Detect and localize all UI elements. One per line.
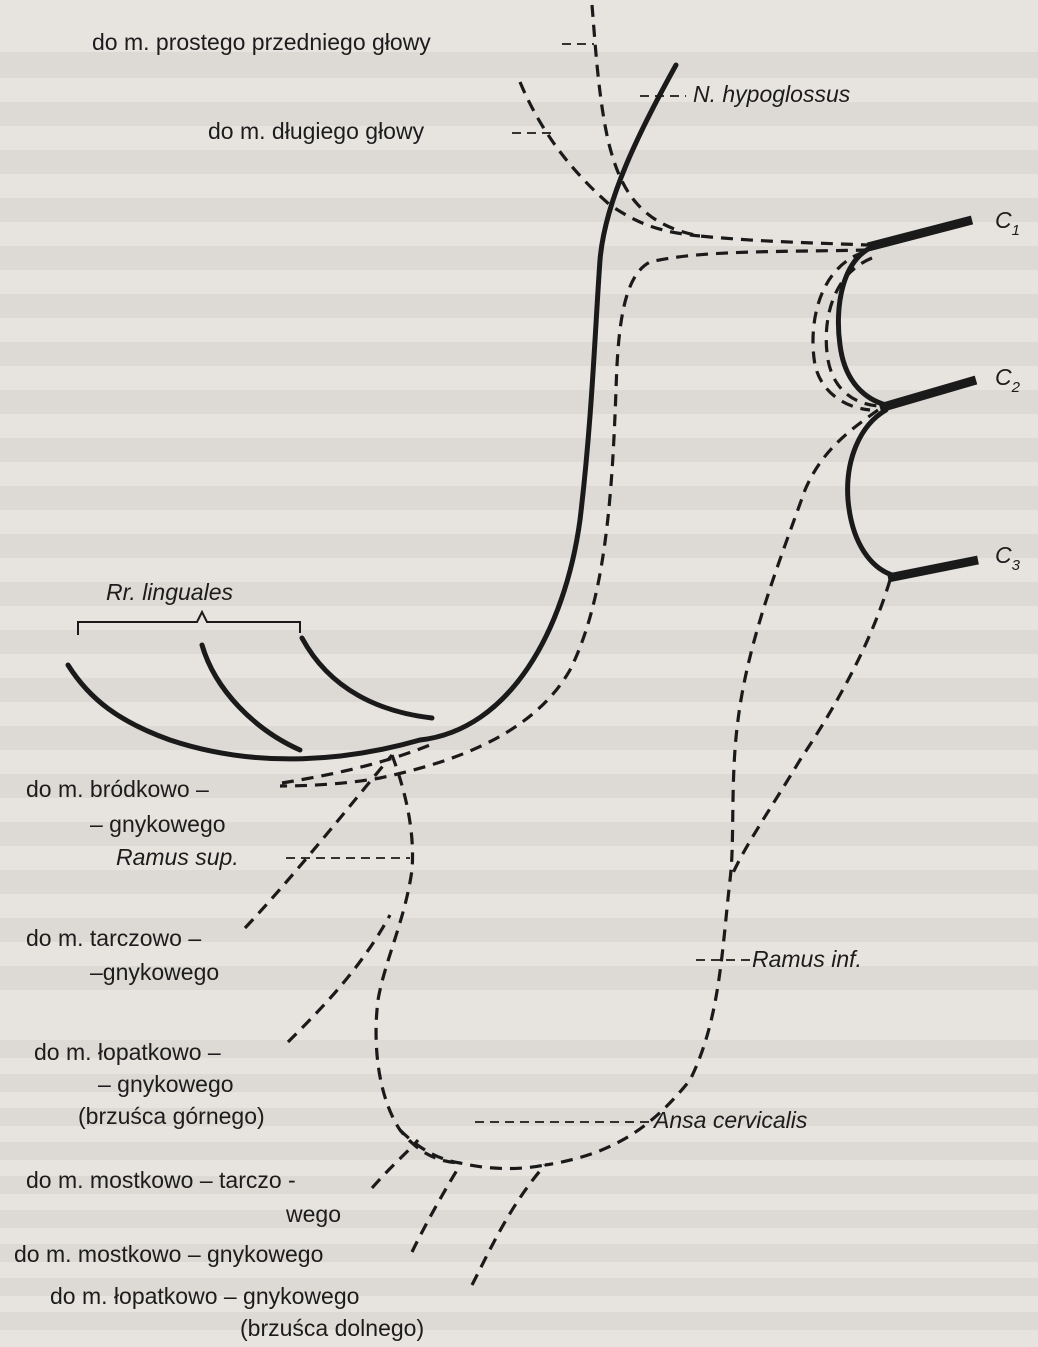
label-tarczowo-line1: do m. tarczowo –: [26, 925, 201, 951]
label-brodkowo-line1: do m. bródkowo –: [26, 776, 209, 802]
label-lopatkowo-gorny-line3: (brzuśca górnego): [78, 1103, 265, 1129]
label-dlugiego: do m. długiego głowy: [208, 118, 425, 144]
label-mostkowo-tarczowy-line1: do m. mostkowo – tarczo -: [26, 1167, 296, 1193]
label-ansa: Ansa cervicalis: [652, 1107, 808, 1133]
label-mostkowo-gnykowy: do m. mostkowo – gnykowego: [14, 1241, 323, 1267]
label-tarczowo-line2: –gnykowego: [90, 959, 219, 985]
label-ramus-sup: Ramus sup.: [116, 844, 239, 870]
label-lopatkowo-gorny-line1: do m. łopatkowo –: [34, 1039, 221, 1065]
label-brodkowo-line2: – gnykowego: [90, 811, 226, 837]
label-prostego: do m. prostego przedniego głowy: [92, 29, 431, 55]
label-hypoglossus: N. hypoglossus: [693, 81, 851, 107]
label-ramus-inf: Ramus inf.: [752, 946, 862, 972]
label-lopatkowo-dolny-line2: (brzuśca dolnego): [240, 1315, 424, 1341]
label-mostkowo-tarczowy-line2: wego: [285, 1201, 341, 1227]
label-linguales: Rr. linguales: [106, 579, 233, 605]
label-lopatkowo-dolny-line1: do m. łopatkowo – gnykowego: [50, 1283, 359, 1309]
label-lopatkowo-gorny-line2: – gnykowego: [98, 1071, 234, 1097]
